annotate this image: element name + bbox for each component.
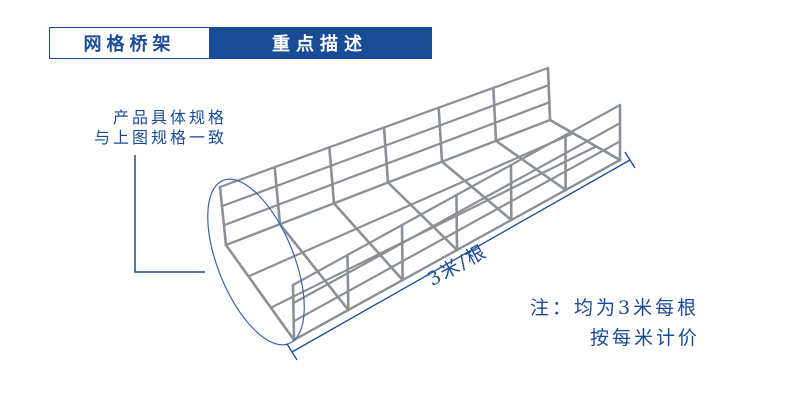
callout-leader-line xyxy=(134,155,205,273)
transverse-wire xyxy=(382,126,390,184)
callout-line-2: 与上图规格一致 xyxy=(93,128,227,147)
transverse-wire xyxy=(546,66,552,122)
transverse-wire xyxy=(346,253,350,312)
transverse-wire xyxy=(455,193,459,252)
transverse-wire xyxy=(328,146,336,205)
transverse-wire xyxy=(492,86,498,143)
length-dimension-line xyxy=(286,151,636,361)
transverse-wire xyxy=(291,283,296,342)
description-tab: 重点描述 xyxy=(209,28,431,58)
spec-callout: 产品具体规格 与上图规格一致 xyxy=(62,108,227,148)
transverse-wire xyxy=(548,118,622,162)
transverse-wire xyxy=(224,243,296,342)
transverse-wire xyxy=(494,139,567,192)
product-tab: 网格桥架 xyxy=(50,28,209,58)
transverse-wire xyxy=(386,181,459,252)
section-header: 网格桥架 重点描述 xyxy=(49,27,432,59)
transverse-wire xyxy=(218,185,228,247)
transverse-wire xyxy=(400,223,404,282)
note-line-2: 按每米计价 xyxy=(590,327,701,349)
transverse-wire xyxy=(278,222,350,312)
transverse-wire xyxy=(332,202,404,282)
cross-section-highlight xyxy=(207,178,305,346)
note-line-1: 注：均为3米每根 xyxy=(530,297,700,319)
transverse-wire xyxy=(440,160,513,222)
transverse-wire xyxy=(437,106,444,163)
pricing-note: 注：均为3米每根 按每米计价 xyxy=(530,293,700,353)
transverse-wire xyxy=(273,165,282,226)
callout-line-1: 产品具体规格 xyxy=(112,108,227,127)
